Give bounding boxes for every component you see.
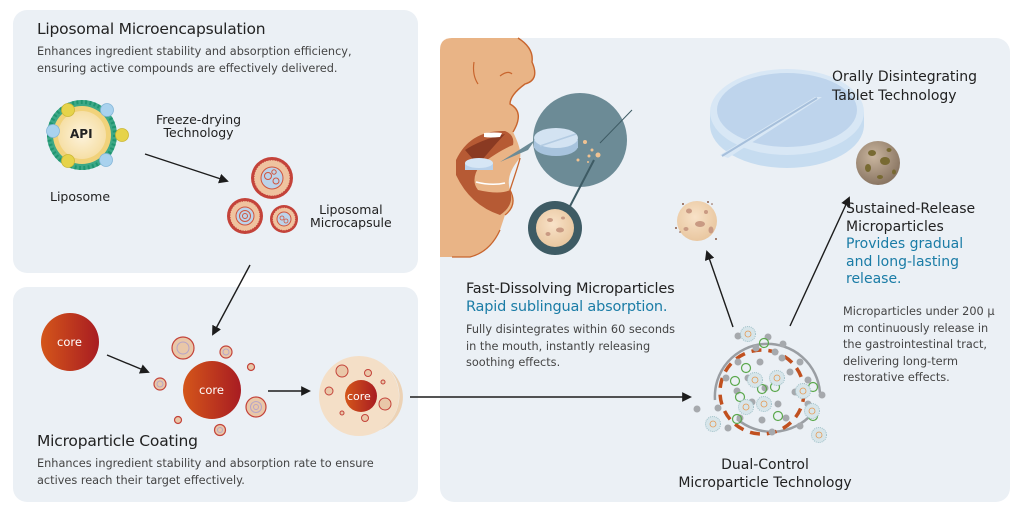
- liposome-icon: [46, 100, 129, 170]
- microcapsule-label-line: Microcapsule: [310, 215, 392, 230]
- coating-description: Enhances ingredient stability and absorp…: [37, 456, 374, 489]
- sustained-desc-line: the gastrointestinal tract,: [843, 338, 988, 351]
- sustained-title-line: Sustained-Release: [846, 201, 976, 217]
- liposomal-description: Enhances ingredient stability and absorp…: [37, 44, 352, 77]
- arrow-freeze-drying: [144, 153, 229, 184]
- fast-dissolving-description: Fully disintegrates within 60 seconds in…: [466, 322, 675, 372]
- arrow-core-to-coating: [106, 354, 150, 374]
- freeze-drying-label-line: Technology: [163, 125, 234, 140]
- odt-title-line: Orally Disintegrating: [832, 69, 978, 85]
- coating-desc-line: actives reach their target effectively.: [37, 473, 245, 487]
- microcapsule-icon: [227, 157, 298, 234]
- fast-desc-line: Fully disintegrates within 60 seconds: [466, 323, 676, 336]
- arrow-to-coating: [212, 264, 251, 336]
- sustained-subtitle-line: release.: [846, 271, 902, 287]
- liposome-label: Liposome: [50, 189, 111, 204]
- sustained-bead-icon: [856, 141, 900, 185]
- dual-control-title-line: Microparticle Technology: [678, 475, 852, 491]
- sustained-desc-line: delivering long-term: [843, 354, 959, 368]
- dual-control-icon: [693, 326, 827, 443]
- sustained-desc-line: m continuously release in: [843, 321, 989, 335]
- sustained-title: Sustained-Release Microparticles Provide…: [846, 201, 975, 289]
- coating-desc-line: Enhances ingredient stability and absorp…: [37, 457, 374, 470]
- odt-title: Orally Disintegrating Tablet Technology: [832, 68, 977, 106]
- freeze-drying-label-line: Freeze-drying: [156, 112, 242, 127]
- microcapsule-label-line: Liposomal: [319, 202, 383, 217]
- sustained-description: Microparticles under 200 μ m continuousl…: [843, 304, 995, 387]
- fast-dissolving-title: Fast-Dissolving Microparticles: [466, 281, 675, 297]
- liposomal-title: Liposomal Microencapsulation: [37, 20, 266, 38]
- api-label: API: [70, 127, 93, 141]
- liposomal-desc-line: ensuring active compounds are effectivel…: [37, 61, 338, 75]
- sustained-desc-line: restorative effects.: [843, 371, 950, 384]
- fast-desc-line: in the mouth, instantly releasing: [466, 339, 651, 353]
- fast-dissolving-subtitle: Rapid sublingual absorption.: [466, 299, 668, 315]
- dual-control-title: Dual-Control Microparticle Technology: [665, 456, 865, 492]
- fast-desc-line: soothing effects.: [466, 356, 561, 369]
- coating-title: Microparticle Coating: [37, 432, 198, 450]
- core-icon: [41, 313, 99, 371]
- sustained-title-line: Microparticles: [846, 218, 944, 235]
- coated-core-label: core: [199, 383, 224, 397]
- odt-title-line: Tablet Technology: [832, 88, 957, 104]
- core-label: core: [57, 335, 82, 349]
- sustained-subtitle-line: Provides gradual: [846, 236, 964, 252]
- dissolving-bead-icon: [675, 201, 717, 241]
- microcapsule-label: Liposomal Microcapsule: [310, 203, 392, 229]
- sustained-subtitle-line: and long-lasting: [846, 253, 959, 270]
- microparticle-icon: [319, 356, 403, 436]
- dual-control-title-line: Dual-Control: [721, 457, 809, 473]
- sustained-desc-line: Microparticles under 200 μ: [843, 305, 995, 318]
- arrow-to-sustained-release: [789, 196, 851, 327]
- arrow-to-fast-dissolving: [704, 250, 734, 328]
- face-illustration-icon: [440, 37, 536, 258]
- freeze-drying-label: Freeze-drying Technology: [156, 113, 241, 139]
- microparticle-core-label: core: [347, 390, 371, 403]
- coated-core-icon: [153, 336, 267, 437]
- tablet-icon: [710, 69, 864, 168]
- liposomal-desc-line: Enhances ingredient stability and absorp…: [37, 45, 352, 58]
- zoom-bubble-icon: [500, 93, 633, 255]
